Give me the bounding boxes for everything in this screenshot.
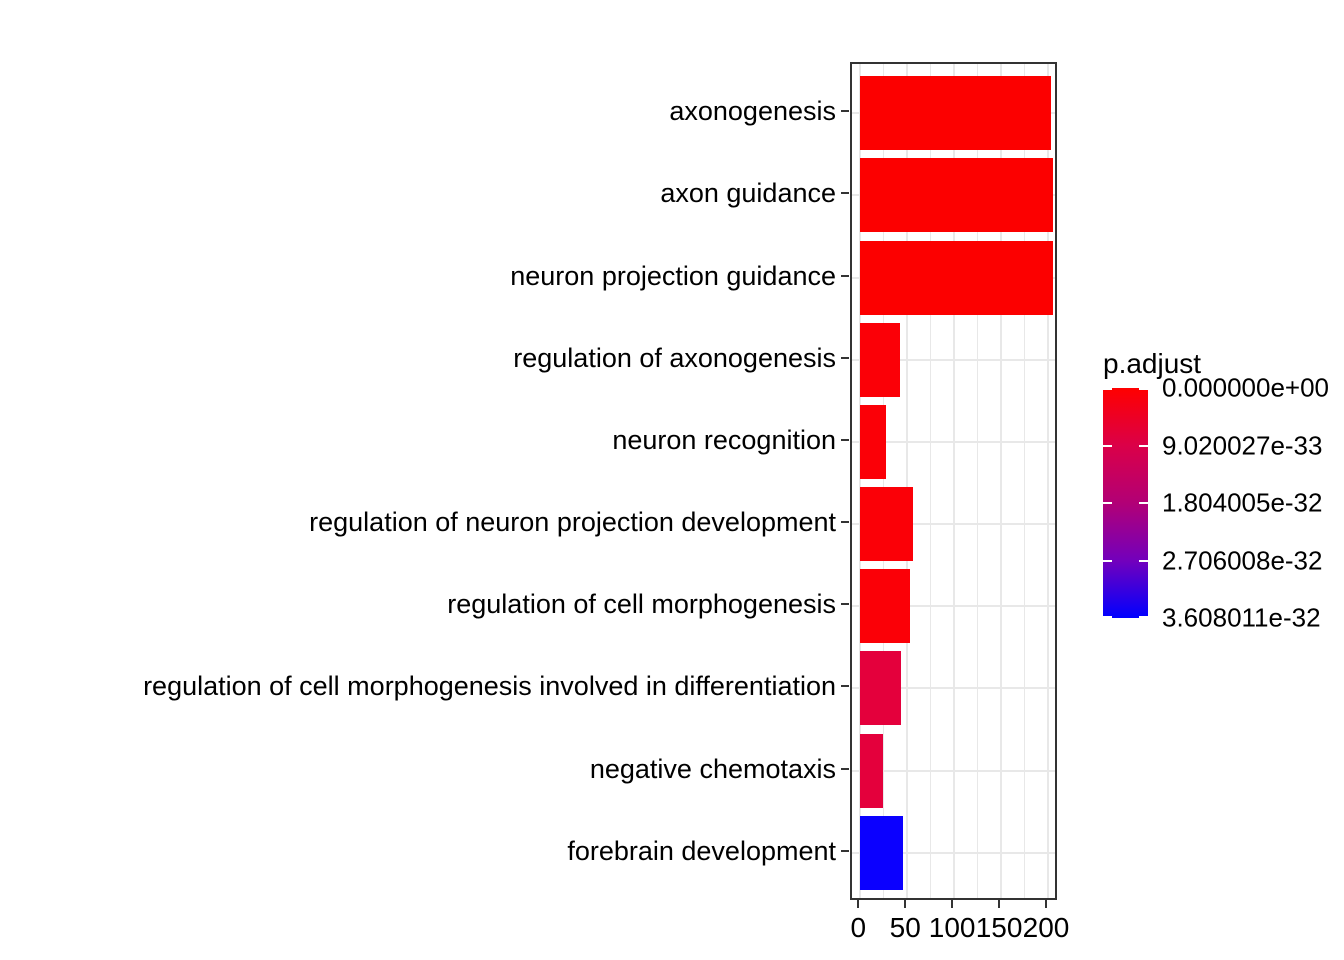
gridline-major-y [852,851,1055,854]
gridline-major-y [852,523,1055,526]
y-axis-tick [841,438,849,441]
legend-colorbar-tick [1103,444,1112,447]
gridline-minor-x [977,64,979,898]
gridline-major-x [1047,64,1049,898]
legend-colorbar-tick [1139,444,1148,447]
legend-colorbar-tick [1139,502,1148,504]
legend-colorbar-tick [1139,388,1148,390]
gridline-minor-x [930,64,932,898]
legend-title: p.adjust [1103,348,1202,379]
gridline-major-x [906,64,909,898]
legend-tick-label: 1.804005e-32 [1162,487,1323,518]
y-axis-tick [841,685,849,688]
y-axis-tick [841,767,849,770]
legend-colorbar-gradient [1103,388,1148,618]
x-axis-tick-label: 200 [1022,912,1070,943]
y-axis-label: neuron projection guidance [510,260,836,291]
y-axis-label: axon guidance [660,178,836,209]
gridline-minor-x [883,64,885,898]
gridline-minor-x [1024,64,1026,898]
y-axis-label: negative chemotaxis [589,753,836,784]
y-axis-tick [841,192,849,195]
legend-tick-label: 2.706008e-32 [1162,545,1323,575]
bar [860,158,1053,233]
plot-panel [850,62,1057,900]
legend-colorbar-tick [1103,502,1112,504]
x-axis-tick [998,900,1001,908]
bar [860,651,901,726]
y-axis-tick [841,356,849,359]
y-axis-label: regulation of axonogenesis [513,342,836,373]
y-axis-label: regulation of cell morphogenesis involve… [143,671,836,702]
legend-tick-label: 0.000000e+00 [1162,372,1330,403]
x-axis-tick [904,900,907,908]
y-axis-tick [841,849,849,852]
y-axis-label: regulation of neuron projection developm… [309,507,836,538]
y-axis-label: regulation of cell morphogenesis [447,589,836,620]
gridline-major-y [852,440,1055,443]
y-axis-tick [841,603,849,606]
gridline-major-x [953,64,956,898]
bar [860,569,911,644]
legend-colorbar-tick [1103,559,1112,562]
bar [860,733,883,808]
y-axis-tick [841,274,849,277]
x-axis-tick-label: 100 [928,912,976,943]
legend-colorbar-tick [1103,388,1112,390]
gridline-major-x [859,64,862,898]
bar [860,487,913,562]
x-axis-tick-label: 150 [975,912,1023,943]
legend-colorbar-tick [1139,616,1148,618]
gridline-major-y [852,605,1055,608]
legend-colorbar-tick [1139,559,1148,562]
bar [860,76,1051,151]
bar [860,240,1053,315]
y-axis-label: axonogenesis [669,96,836,127]
x-axis-tick [951,900,954,908]
x-axis-tick [1045,900,1047,908]
y-axis-tick [841,110,849,113]
legend-tick-label: 3.608011e-32 [1162,602,1321,633]
bar [860,404,886,479]
y-axis-tick [841,521,849,524]
y-axis-label: forebrain development [567,835,836,866]
x-axis-tick-label: 0 [850,912,867,943]
legend-tick-label: 9.020027e-33 [1162,430,1323,460]
bar [860,322,900,397]
gridline-major-y [852,769,1055,772]
gridline-major-y [852,358,1055,361]
x-axis-tick [857,900,860,908]
gridline-major-y [852,687,1055,690]
legend-colorbar-tick [1103,616,1112,618]
gridline-major-x [1000,64,1003,898]
y-axis-label: neuron recognition [612,424,836,455]
bar [860,815,904,890]
x-axis-tick-label: 50 [889,912,921,943]
